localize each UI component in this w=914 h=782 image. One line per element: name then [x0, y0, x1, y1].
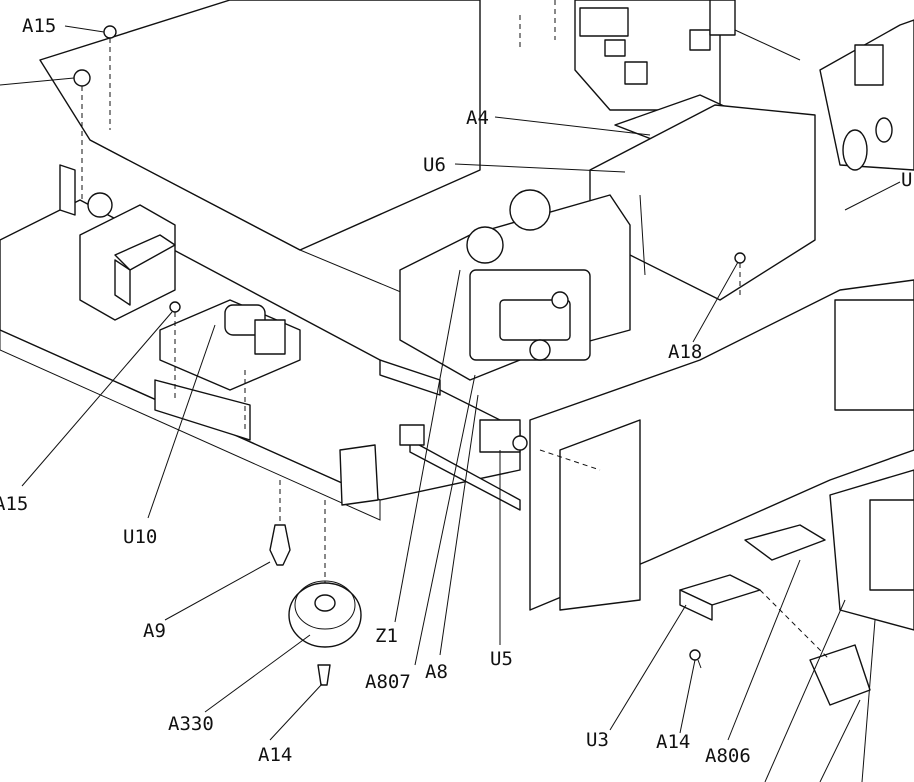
right-rear-bracket [819, 19, 914, 171]
front-panel-frame [529, 279, 914, 631]
callout-a806: A806 [705, 745, 751, 767]
callout-u6: U6 [423, 154, 446, 176]
callout-a14-bottom: A14 [258, 744, 292, 766]
callout-a4: A4 [466, 107, 489, 129]
callout-z1: Z1 [375, 625, 398, 647]
callout-a14-right: A14 [656, 731, 690, 753]
guide-rods [379, 359, 528, 511]
a806-knob [744, 524, 871, 706]
callout-a15-left: A15 [0, 493, 28, 515]
u6-housing [589, 104, 816, 301]
callout-u3: U3 [586, 729, 609, 751]
callout-a15-top: A15 [22, 15, 56, 37]
transformer [79, 192, 176, 321]
u10-switch-bracket [154, 299, 301, 441]
rear-pcb-jacks [574, 0, 801, 111]
callout-labels: A15 A4 U6 U A18 A15 U10 A9 Z1 A807 A8 U5… [0, 15, 912, 767]
callout-a8: A8 [425, 661, 448, 683]
hidden-assembly-lines [81, 0, 831, 661]
callout-a330: A330 [168, 713, 214, 735]
a330-wheel [288, 580, 362, 648]
leader-lines [0, 25, 901, 782]
callout-a18: A18 [668, 341, 702, 363]
a15-screws [73, 25, 746, 313]
callout-u5: U5 [490, 648, 513, 670]
callout-a9: A9 [143, 620, 166, 642]
callout-a807: A807 [365, 671, 411, 693]
u3-clip [679, 574, 761, 621]
a14-screw-bottom [317, 664, 331, 686]
callout-u-right: U [901, 169, 912, 191]
a9-foot [269, 524, 291, 566]
cassette-mechanism [399, 189, 631, 381]
a14-screw-right [689, 649, 702, 669]
callout-u10: U10 [123, 526, 157, 548]
